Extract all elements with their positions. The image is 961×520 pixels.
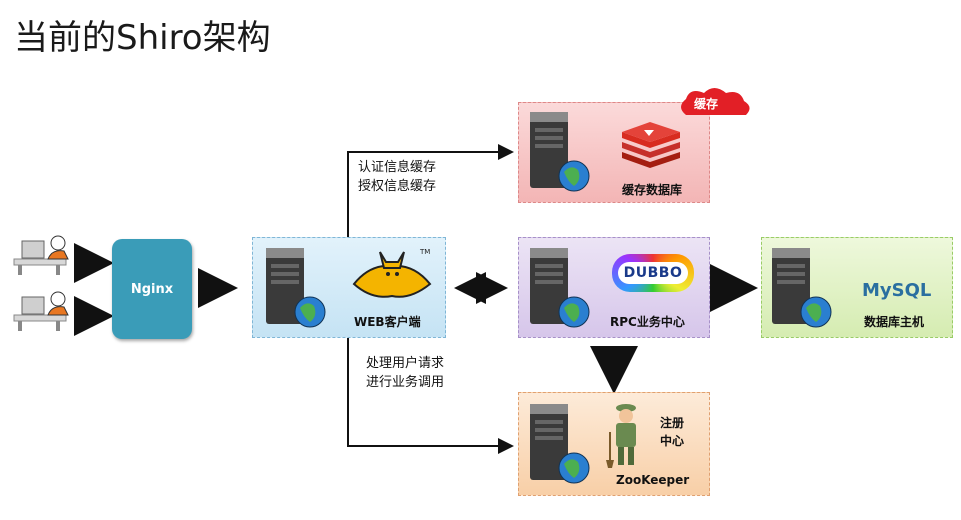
zookeeper-label: ZooKeeper <box>616 473 690 487</box>
cache-note-line-2: 授权信息缓存 <box>358 179 437 194</box>
zookeeper-keeper-icon <box>606 404 636 468</box>
server-globe-icon <box>530 112 590 192</box>
nginx-node: Nginx <box>112 239 192 339</box>
user-at-computer-icon <box>13 291 69 331</box>
request-note-line-1: 处理用户请求 <box>366 356 445 371</box>
registry-label: 注册中心 <box>660 416 685 448</box>
server-globe-icon <box>266 248 326 328</box>
nginx-label: Nginx <box>130 281 174 297</box>
svg-text:TM: TM <box>419 248 430 256</box>
server-globe-icon <box>772 248 832 328</box>
web-client-label: WEB客户端 <box>354 315 421 329</box>
cache-badge-label: 缓存 <box>694 97 719 111</box>
cache-note: 认证信息缓存 授权信息缓存 <box>358 158 436 196</box>
server-globe-icon <box>530 404 590 484</box>
tomcat-logo-icon: TM <box>352 248 432 298</box>
arrow-web-cache <box>347 144 514 237</box>
arrow-web-zk <box>347 338 514 454</box>
rpc-center-label: RPC业务中心 <box>610 315 685 329</box>
mysql-logo-icon: MySQL <box>862 280 931 301</box>
cache-cloud-icon <box>681 88 750 115</box>
page-title: 当前的Shiro架构 <box>14 18 271 58</box>
redis-logo-icon <box>622 122 680 168</box>
db-host-label: 数据库主机 <box>864 315 925 329</box>
user-at-computer-icon <box>13 235 69 275</box>
request-note: 处理用户请求 进行业务调用 <box>366 354 444 392</box>
server-globe-icon <box>530 248 590 328</box>
cache-db-label: 缓存数据库 <box>622 183 683 197</box>
request-note-line-2: 进行业务调用 <box>366 375 445 390</box>
dubbo-logo-icon: DUBBO <box>612 254 694 292</box>
dubbo-logo-text: DUBBO <box>617 262 689 284</box>
mysql-logo-text: MySQL <box>862 280 932 301</box>
cache-note-line-1: 认证信息缓存 <box>358 160 437 175</box>
